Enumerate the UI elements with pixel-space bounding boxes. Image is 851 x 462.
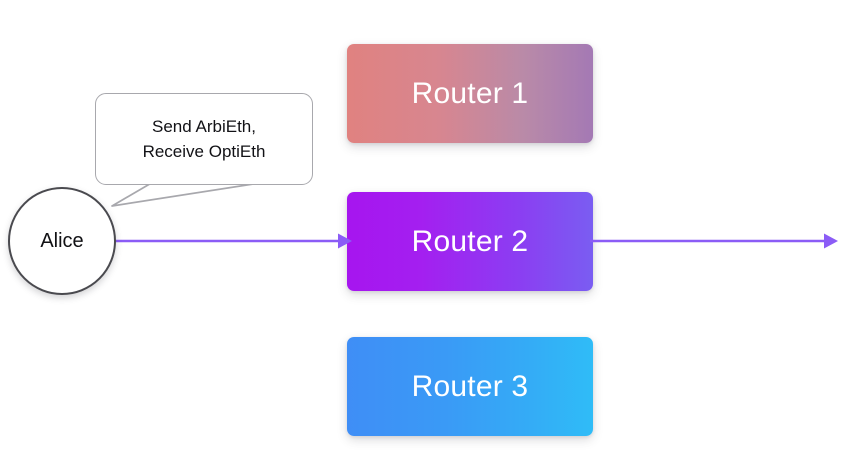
user-node-alice[interactable]: Alice bbox=[8, 187, 116, 295]
arrowhead-icon-outbound bbox=[824, 233, 838, 249]
speech-bubble-line-2: Receive OptiEth bbox=[142, 142, 266, 161]
router-node-3[interactable]: Router 3 bbox=[347, 337, 593, 436]
router-label-3: Router 3 bbox=[411, 369, 529, 403]
router-node-2[interactable]: Router 2 bbox=[347, 192, 593, 291]
user-node-label: Alice bbox=[40, 229, 84, 252]
router-label-2: Router 2 bbox=[411, 224, 529, 258]
arrowhead-icon-inbound bbox=[338, 233, 352, 249]
router-label-1: Router 1 bbox=[411, 76, 529, 110]
router-node-1[interactable]: Router 1 bbox=[347, 44, 593, 143]
edge-router2-to-destination bbox=[590, 233, 838, 249]
edge-alice-to-router2 bbox=[112, 233, 352, 249]
speech-bubble: Send ArbiEth, Receive OptiEth bbox=[95, 93, 313, 185]
speech-bubble-line-1: Send ArbiEth, bbox=[152, 117, 256, 136]
